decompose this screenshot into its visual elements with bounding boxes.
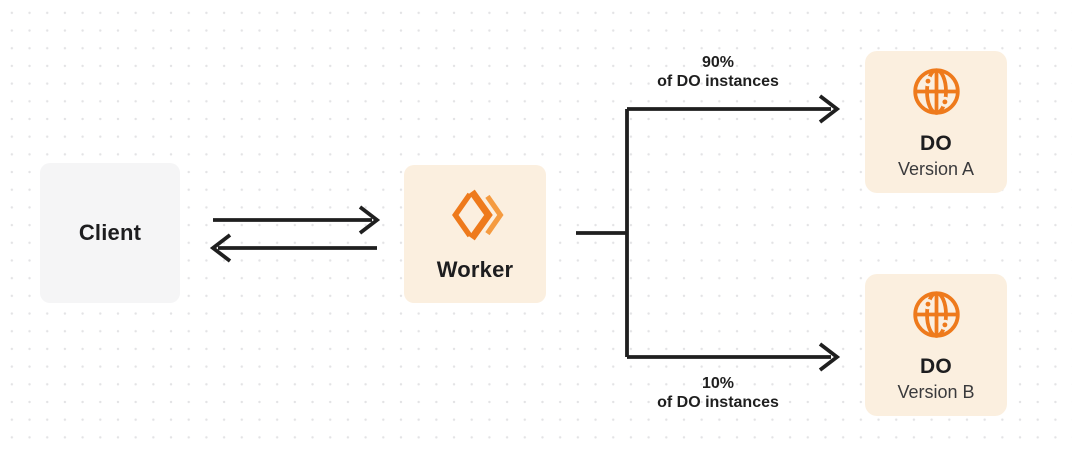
do-a-title: DO <box>919 131 953 155</box>
do-version-b-node: DO Version B <box>865 274 1007 416</box>
client-label: Client <box>78 220 142 245</box>
do-a-subtitle: Version A <box>897 158 975 179</box>
branch-b-label: 10% of DO instances <box>608 374 828 412</box>
durable-object-globe-icon <box>912 290 960 338</box>
branch-b-caption: of DO instances <box>657 394 779 411</box>
fork-line <box>576 107 831 359</box>
branch-b-percent: 10% <box>701 375 735 392</box>
branch-a-arrowhead <box>818 94 841 124</box>
branch-a-caption: of DO instances <box>657 73 779 90</box>
worker-node: Worker <box>404 165 546 303</box>
client-node: Client <box>40 163 180 303</box>
do-b-title: DO <box>919 354 953 378</box>
client-to-worker-arrowhead <box>358 205 381 235</box>
branch-a-percent: 90% <box>701 54 735 71</box>
branch-b-arrowhead <box>818 342 841 372</box>
worker-label: Worker <box>436 256 514 282</box>
branch-a-label: 90% of DO instances <box>608 53 828 91</box>
do-b-subtitle: Version B <box>897 381 975 402</box>
do-version-a-node: DO Version A <box>865 51 1007 193</box>
worker-to-client-arrowhead <box>209 233 232 263</box>
cloudflare-workers-icon <box>452 189 504 240</box>
durable-object-globe-icon <box>912 67 960 115</box>
